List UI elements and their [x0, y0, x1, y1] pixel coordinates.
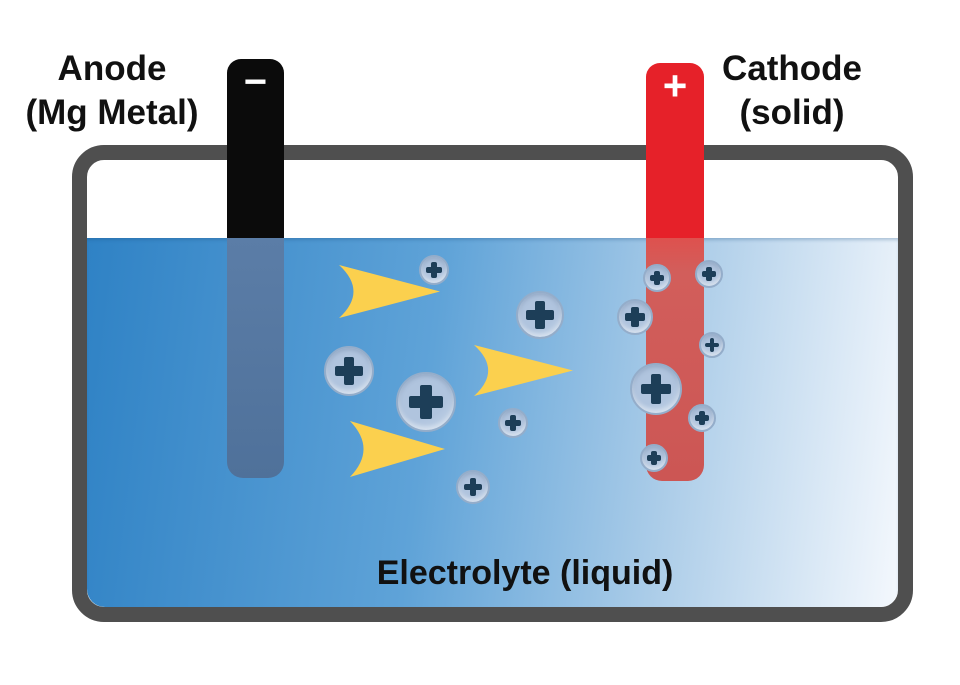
cathode-subtitle: (solid)	[739, 93, 845, 132]
plus-icon	[419, 384, 433, 420]
mg-ion	[643, 264, 671, 292]
anode-electrode	[227, 59, 284, 238]
ion-flow-arrow-icon	[349, 421, 445, 477]
electrolyte-label: Electrolyte (liquid)	[376, 554, 674, 592]
mg-ion	[688, 404, 716, 432]
plus-icon	[650, 374, 662, 404]
plus-icon	[709, 338, 715, 352]
ion-flow-arrow-icon	[474, 345, 573, 396]
cathode-electrode	[646, 63, 704, 238]
plus-icon	[469, 477, 477, 497]
plus-icon	[431, 261, 437, 279]
plus-icon	[631, 307, 639, 327]
plus-icon	[706, 266, 712, 282]
mg-ion	[396, 372, 456, 432]
plus-icon	[535, 301, 545, 329]
anode-subtitle: (Mg Metal)	[25, 93, 199, 132]
ion-flow-arrow-icon	[339, 265, 440, 318]
mg-ion	[699, 332, 725, 358]
mg-ion	[456, 470, 490, 504]
plus-icon	[654, 270, 660, 286]
mg-ion	[324, 346, 374, 396]
mg-ion	[617, 299, 653, 335]
mg-ion	[516, 291, 564, 339]
beaker-interior	[87, 160, 898, 607]
mg-ion	[630, 363, 682, 415]
mg-ion	[695, 260, 723, 288]
mg-ion	[498, 408, 528, 438]
electrolyte-liquid	[87, 238, 898, 607]
minus-sign-icon: −	[243, 60, 268, 104]
mg-ion	[419, 255, 449, 285]
cathode-title: Cathode	[722, 49, 862, 88]
plus-sign-icon: +	[662, 62, 688, 109]
plus-icon	[510, 414, 516, 432]
plus-icon	[651, 450, 657, 466]
anode-title: Anode	[57, 49, 167, 88]
mg-ion	[640, 444, 668, 472]
cathode-label: Cathode (solid)	[686, 47, 898, 135]
anode-electrode-submerged	[227, 238, 284, 478]
anode-label: Anode (Mg Metal)	[6, 47, 218, 135]
plus-icon	[343, 356, 355, 386]
plus-icon	[699, 410, 705, 426]
